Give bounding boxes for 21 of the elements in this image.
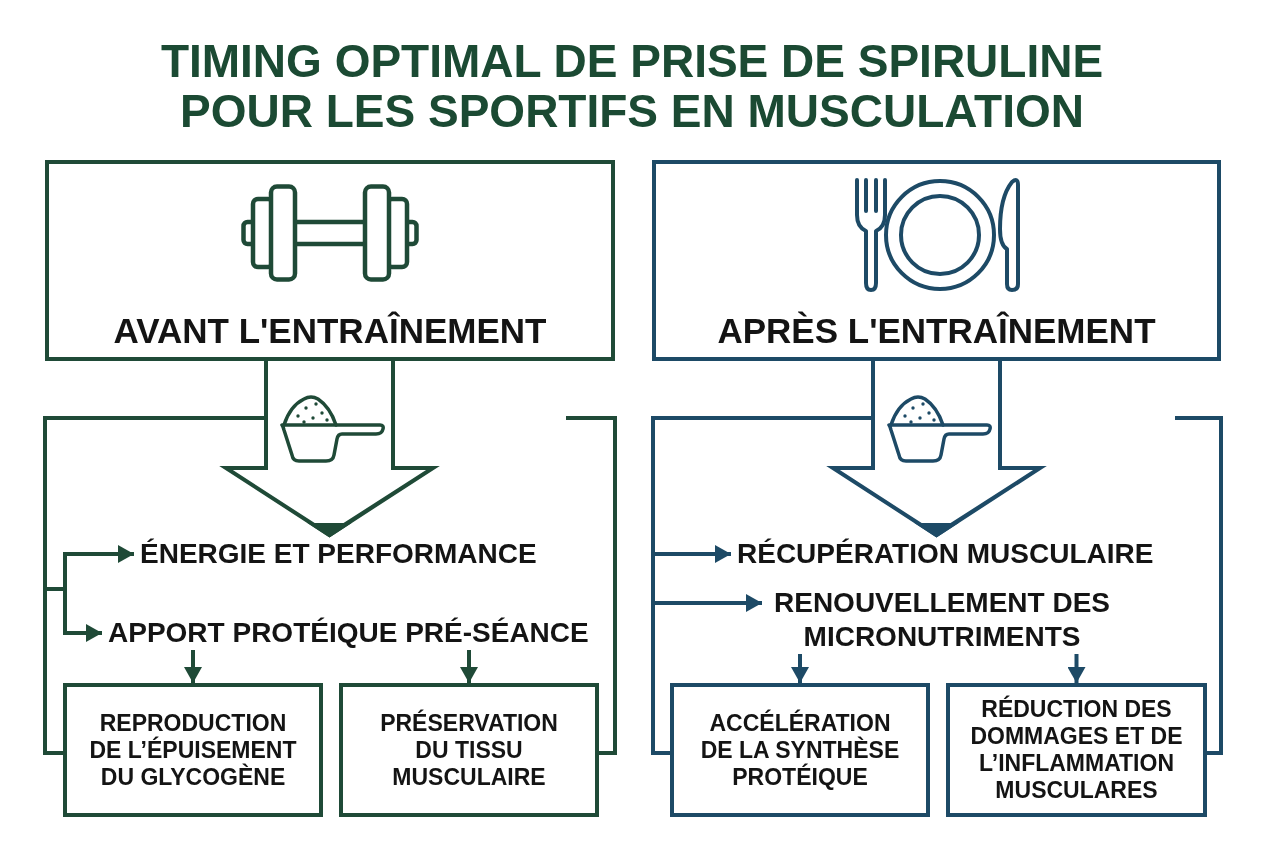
connector-line <box>566 416 617 755</box>
phase-box <box>45 160 615 361</box>
arrow <box>460 650 478 683</box>
block-arrow <box>219 359 440 538</box>
title: TIMING OPTIMAL DE PRISE DE SPIRULINE POUR LES SPORTIFS EN MUSCULATION <box>159 36 1105 136</box>
phase-title: APRÈS L'ENTRAÎNEMENT <box>717 311 1156 351</box>
benefit-text: APPORT PROTÉIQUE PRÉ-SÉANCE <box>108 616 589 650</box>
outcome-box: RÉDUCTION DES DOMMAGES ET DE L’INFLAMMATION MUSCULARES <box>946 683 1207 817</box>
phase-title: AVANT L'ENTRAÎNEMENT <box>113 311 547 351</box>
arrow <box>1067 654 1086 683</box>
arrow <box>184 650 202 683</box>
benefit-text: RENOUVELLEMENT DES MICRONUTRIMENTS <box>762 586 1122 654</box>
benefit-text: ÉNERGIE ET PERFORMANCE <box>140 537 537 571</box>
block-arrow <box>826 359 1047 538</box>
benefit-text: RÉCUPÉRATION MUSCULAIRE <box>737 537 1154 571</box>
phase-box <box>652 160 1221 361</box>
outcome-box: REPRODUCTION DE L’ÉPUISEMENT DU GLYCOGÈNE <box>63 683 323 817</box>
arrow <box>791 654 809 683</box>
outcome-box: PRÉSERVATION DU TISSU MUSCULAIRE <box>339 683 599 817</box>
connector-line <box>1175 416 1223 755</box>
outcome-box: ACCÉLÉRATION DE LA SYNTHÈSE PROTÉIQUE <box>670 683 930 817</box>
